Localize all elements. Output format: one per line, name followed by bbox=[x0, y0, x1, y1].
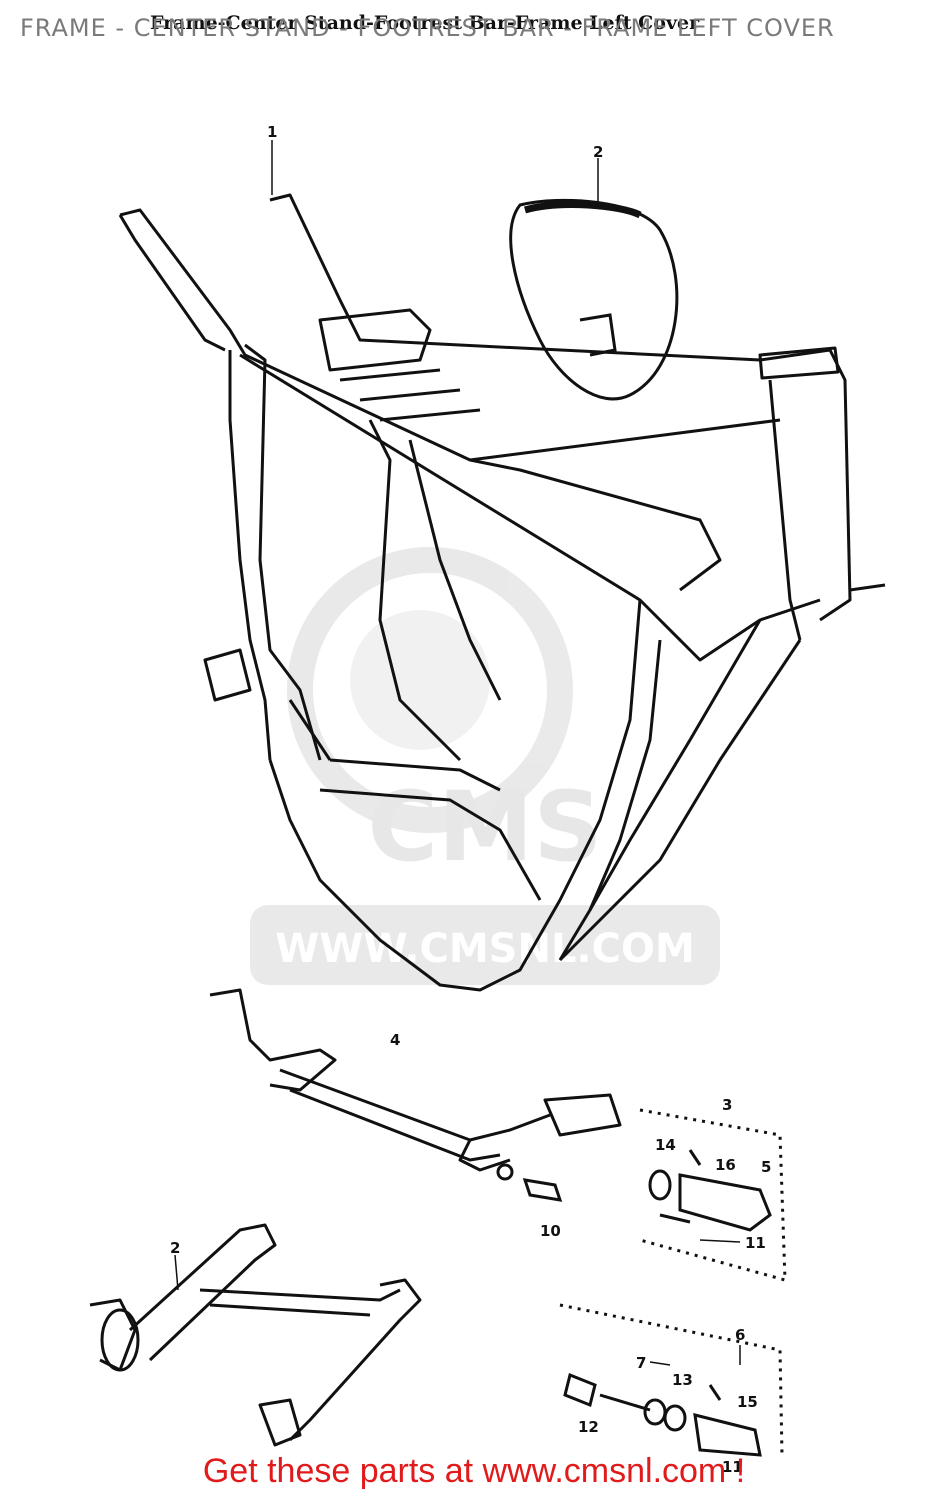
watermark-url: WWW.CMSNL.COM bbox=[275, 926, 695, 972]
callout-1: 1 bbox=[267, 123, 277, 141]
scanned-diagram-title: Frame-Center Stand-Footrest Bar-Frame Le… bbox=[150, 12, 700, 34]
frame-part-1 bbox=[118, 193, 886, 992]
cms-watermark-logo: CMS WWW.CMSNL.COM bbox=[250, 547, 720, 985]
center-stand-part-2 bbox=[89, 1223, 422, 1447]
callout-leaders bbox=[174, 140, 741, 1366]
footrest-assembly-part-6 bbox=[559, 1303, 784, 1457]
callout-2-stand: 2 bbox=[170, 1239, 180, 1257]
footrest-bar-part-4 bbox=[209, 988, 622, 1172]
frame-left-cover-part-2 bbox=[509, 198, 679, 401]
callout-6: 6 bbox=[735, 1326, 745, 1344]
callout-16: 16 bbox=[715, 1156, 736, 1174]
callout-5: 5 bbox=[761, 1158, 771, 1176]
callout-10: 10 bbox=[540, 1222, 561, 1240]
footer-promo-link[interactable]: Get these parts at www.cmsnl.com ! bbox=[202, 1452, 746, 1490]
callout-3: 3 bbox=[722, 1096, 732, 1114]
callout-15: 15 bbox=[737, 1393, 758, 1411]
callout-11-lower: 11 bbox=[722, 1458, 743, 1476]
bolt-part-10 bbox=[496, 1163, 563, 1202]
page-title: FRAME - CENTER STAND - FOOTREST BAR - FR… bbox=[20, 14, 835, 42]
callout-12: 12 bbox=[578, 1418, 599, 1436]
callout-4: 4 bbox=[390, 1031, 400, 1049]
callout-14: 14 bbox=[655, 1136, 676, 1154]
callout-11-upper: 11 bbox=[745, 1234, 766, 1252]
callout-13: 13 bbox=[672, 1371, 693, 1389]
footrest-rubber-part-5 bbox=[639, 1108, 787, 1282]
callout-2-cover: 2 bbox=[593, 143, 603, 161]
callout-7: 7 bbox=[636, 1354, 646, 1372]
watermark-brand: CMS bbox=[367, 771, 602, 883]
